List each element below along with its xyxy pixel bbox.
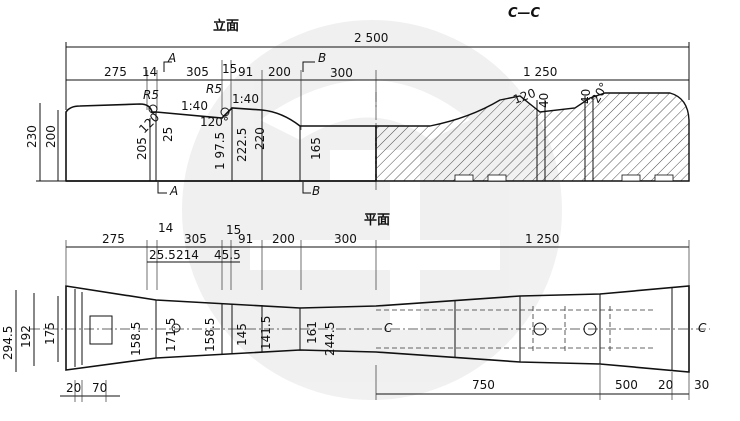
radius-2-label: R5	[206, 82, 222, 96]
plan-recess-left	[89, 315, 113, 345]
section-mark-40-2: 40	[579, 89, 593, 104]
radius-2-marker	[220, 107, 230, 117]
plan-subdim-45-5: 45.5	[214, 248, 241, 262]
bottom-dim-20b: 20	[658, 378, 673, 392]
cut-mark-b-bottom	[302, 182, 311, 194]
cut-c-left: C	[384, 321, 393, 335]
plan-hole	[533, 322, 547, 336]
dim-200: 200	[268, 65, 291, 79]
width-145: 145	[235, 323, 249, 346]
dim-15: 15	[222, 62, 237, 76]
sleeper-profile	[65, 103, 377, 182]
dim-300: 300	[330, 66, 353, 80]
dim-305: 305	[186, 65, 209, 79]
bottom-dim-500: 500	[615, 378, 638, 392]
cut-b-top-label: B	[318, 51, 326, 65]
elevation-title: 立面	[213, 18, 239, 34]
cut-c-right: C	[698, 321, 707, 335]
height-165: 165	[309, 137, 323, 160]
dim-91: 91	[238, 65, 253, 79]
overall-length-label: 2 500	[354, 31, 388, 45]
radius-1-marker	[148, 104, 158, 114]
insert-slot	[654, 174, 674, 182]
plan-dim-300: 300	[334, 232, 357, 246]
plan-dim-91: 91	[238, 232, 253, 246]
section-mark-40-1: 40	[537, 93, 551, 108]
width-141-5: 141.5	[259, 316, 273, 350]
dim-275: 275	[104, 65, 127, 79]
width-192: 192	[19, 325, 33, 348]
width-294-5: 294.5	[1, 326, 15, 360]
height-220: 220	[253, 127, 267, 150]
width-171-5: 171.5	[164, 318, 178, 352]
width-158-5b: 158.5	[203, 318, 217, 352]
width-175: 175	[43, 322, 57, 345]
slope-2-label: 1:40	[232, 92, 259, 106]
height-197-5: 1 97.5	[213, 132, 227, 170]
elevation-view: 2 500 275 14 305 15 91 200 300 1 250 A B…	[25, 31, 690, 198]
angle-1-label: 120	[136, 110, 162, 136]
height-205: 205	[135, 137, 149, 160]
plan-dim-275: 275	[102, 232, 125, 246]
slope-1-label: 1:40	[181, 99, 208, 113]
width-161: 161	[305, 321, 319, 344]
cut-b-bottom-label: B	[312, 184, 320, 198]
plan-title: 平面	[364, 213, 390, 228]
plan-view: 275 14 305 15 91 200 300 1 250 25.5 214 …	[1, 221, 710, 402]
cut-mark-a-bottom	[157, 182, 167, 194]
plan-dim-14: 14	[158, 221, 173, 235]
insert-slot	[621, 174, 641, 182]
insert-slot	[487, 174, 507, 182]
height-222-5: 222.5	[235, 128, 249, 162]
plan-hole	[583, 322, 597, 336]
height-230: 230	[25, 125, 39, 148]
bottom-dim-20: 20	[66, 381, 81, 395]
width-158-5: 158.5	[129, 322, 143, 356]
angle-2-label: 120°	[200, 115, 229, 129]
section-title: C—C	[508, 6, 541, 21]
width-244-5: 244.5	[323, 322, 337, 356]
plan-subdim-214: 214	[176, 248, 199, 262]
dim-14: 14	[142, 65, 157, 79]
radius-1-label: R5	[143, 88, 159, 102]
plan-hole	[171, 323, 181, 333]
plan-dim-1250: 1 250	[525, 232, 559, 246]
plan-dim-15: 15	[226, 223, 241, 237]
plan-dim-200: 200	[272, 232, 295, 246]
height-200: 200	[44, 125, 58, 148]
plan-dim-305: 305	[184, 232, 207, 246]
insert-slot	[454, 174, 474, 182]
cut-a-bottom-label: A	[169, 184, 178, 198]
cut-mark-a-top	[163, 61, 172, 72]
plan-subdim-25-5: 25.5	[149, 248, 176, 262]
dim-1250: 1 250	[523, 65, 557, 79]
bottom-dim-750: 750	[472, 378, 495, 392]
bottom-dim-30: 30	[694, 378, 709, 392]
section-c-c-hatched	[375, 92, 690, 182]
height-25: 25	[161, 127, 175, 142]
cut-mark-b-top	[302, 61, 315, 72]
cut-a-top-label: A	[167, 51, 176, 65]
bottom-dim-70: 70	[92, 381, 107, 395]
